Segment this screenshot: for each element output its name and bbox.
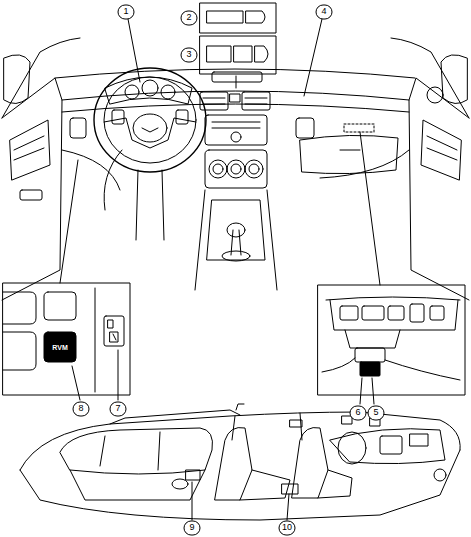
callout-number: 5 [368,406,385,421]
callout-number: 4 [316,5,333,20]
callout-number: 8 [73,402,90,417]
callout-number: 6 [350,406,367,421]
callout-number: 9 [184,521,201,536]
button-legend: RVM [52,344,67,351]
callout-number: 3 [181,48,198,63]
callout-number: 1 [118,5,135,20]
callout-number: 7 [110,402,127,417]
callout-number: 2 [181,11,198,26]
callout-number: 10 [279,521,296,536]
